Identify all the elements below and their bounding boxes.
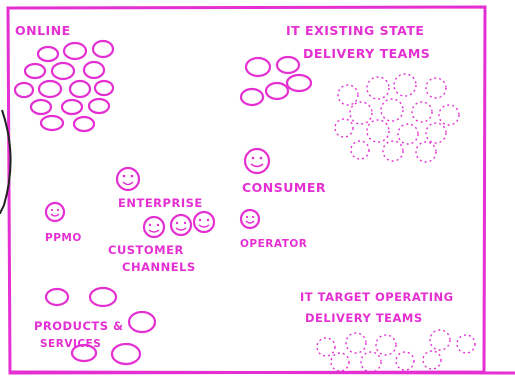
it-target-label-line2: DELIVERY TEAMS: [305, 311, 423, 325]
products-services-label-line1: PRODUCTS &: [34, 319, 124, 333]
bottom-edge-line: [9, 370, 515, 375]
it-existing-label-line2: DELIVERY TEAMS: [303, 46, 430, 61]
products-services-label-line2: SERVICES: [40, 338, 101, 350]
consumer-face-icon: [243, 147, 271, 175]
pmo-face-icon: [44, 201, 66, 223]
customer-channels-label-line2: CHANNELS: [122, 260, 196, 274]
it-existing-dashed-circles: [334, 73, 460, 163]
online-label: ONLINE: [15, 23, 71, 38]
pmo-label: PPMO: [45, 232, 82, 244]
operator-label: OPERATOR: [240, 238, 307, 250]
enterprise-face-icon: [115, 166, 141, 192]
left-black-curve: [0, 109, 12, 215]
it-existing-solid-circles: [239, 55, 313, 107]
consumer-label: CONSUMER: [242, 180, 326, 195]
enterprise-label: ENTERPRISE: [118, 196, 203, 210]
it-target-dashed-circles: [316, 329, 476, 373]
customer-channels-face-icons: [142, 210, 216, 239]
operator-face-icon: [239, 208, 261, 230]
products-services-circles: [44, 286, 157, 366]
it-target-label-line1: IT TARGET OPERATING: [300, 290, 454, 304]
customer-channels-label-line1: CUSTOMER: [108, 243, 184, 257]
online-circles: [13, 39, 115, 133]
it-existing-label-line1: IT EXISTING STATE: [286, 23, 424, 38]
